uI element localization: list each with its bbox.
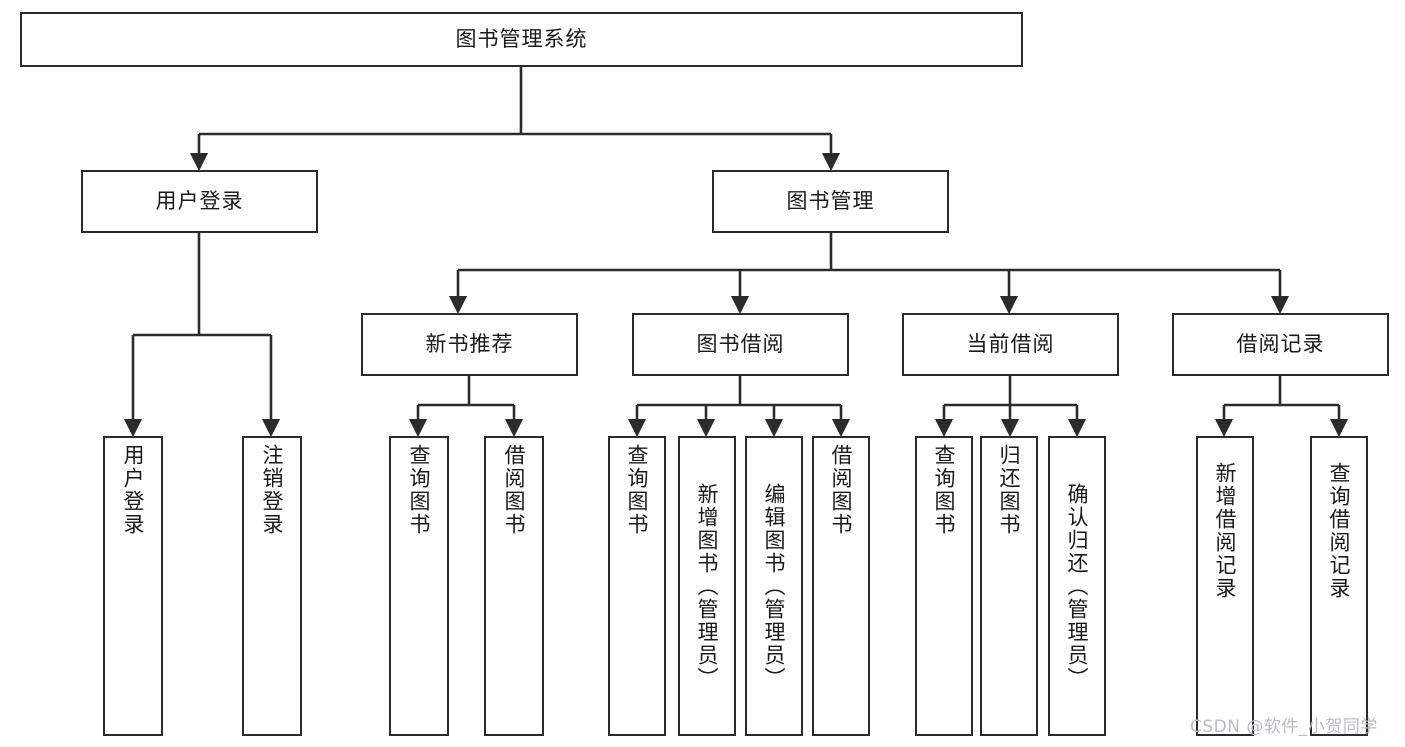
leaf-query-book-2-label: 查询图书 — [625, 444, 650, 536]
leaf-query-book-3[interactable]: 查询图书 — [915, 436, 973, 736]
node-book-borrow[interactable]: 图书借阅 — [632, 313, 849, 376]
leaf-logout[interactable]: 注销登录 — [242, 436, 302, 736]
leaf-confirm-return[interactable]: 确认归还（管理员） — [1048, 436, 1106, 736]
leaf-query-book-1-label: 查询图书 — [407, 444, 432, 536]
leaf-user-login-label: 用户登录 — [121, 444, 146, 536]
node-borrow-record[interactable]: 借阅记录 — [1172, 313, 1389, 376]
leaf-add-record-label: 新增借阅记录 — [1213, 462, 1238, 600]
node-current-borrow-label: 当前借阅 — [966, 331, 1055, 356]
leaf-add-book-label: 新增图书（管理员） — [695, 482, 720, 690]
node-root[interactable]: 图书管理系统 — [20, 12, 1023, 67]
leaf-borrow-book-1-label: 借阅图书 — [502, 444, 527, 536]
leaf-return-book-label: 归还图书 — [997, 444, 1022, 536]
node-user-login[interactable]: 用户登录 — [81, 170, 318, 233]
watermark: CSDN @软件_小贺同学 — [1190, 717, 1378, 737]
node-book-manage[interactable]: 图书管理 — [712, 170, 949, 233]
node-new-book-rec[interactable]: 新书推荐 — [361, 313, 578, 376]
leaf-user-login[interactable]: 用户登录 — [103, 436, 163, 736]
leaf-query-record[interactable]: 查询借阅记录 — [1310, 436, 1368, 736]
leaf-borrow-book-2-label: 借阅图书 — [829, 444, 854, 536]
leaf-confirm-return-label: 确认归还（管理员） — [1065, 482, 1090, 690]
node-book-borrow-label: 图书借阅 — [696, 331, 785, 356]
leaf-borrow-book-2[interactable]: 借阅图书 — [812, 436, 870, 736]
node-book-manage-label: 图书管理 — [786, 188, 875, 213]
leaf-query-book-1[interactable]: 查询图书 — [389, 436, 449, 736]
node-new-book-rec-label: 新书推荐 — [425, 331, 514, 356]
leaf-query-book-3-label: 查询图书 — [932, 444, 957, 536]
node-user-login-label: 用户登录 — [155, 188, 244, 213]
node-current-borrow[interactable]: 当前借阅 — [902, 313, 1119, 376]
leaf-query-record-label: 查询借阅记录 — [1327, 462, 1352, 600]
leaf-return-book[interactable]: 归还图书 — [980, 436, 1038, 736]
leaf-edit-book[interactable]: 编辑图书（管理员） — [745, 436, 803, 736]
leaf-edit-book-label: 编辑图书（管理员） — [762, 482, 787, 690]
leaf-add-book[interactable]: 新增图书（管理员） — [678, 436, 736, 736]
leaf-borrow-book-1[interactable]: 借阅图书 — [484, 436, 544, 736]
node-borrow-record-label: 借阅记录 — [1236, 331, 1325, 356]
leaf-add-record[interactable]: 新增借阅记录 — [1196, 436, 1254, 736]
node-root-label: 图书管理系统 — [455, 26, 588, 51]
leaf-logout-label: 注销登录 — [260, 444, 285, 536]
leaf-query-book-2[interactable]: 查询图书 — [608, 436, 666, 736]
